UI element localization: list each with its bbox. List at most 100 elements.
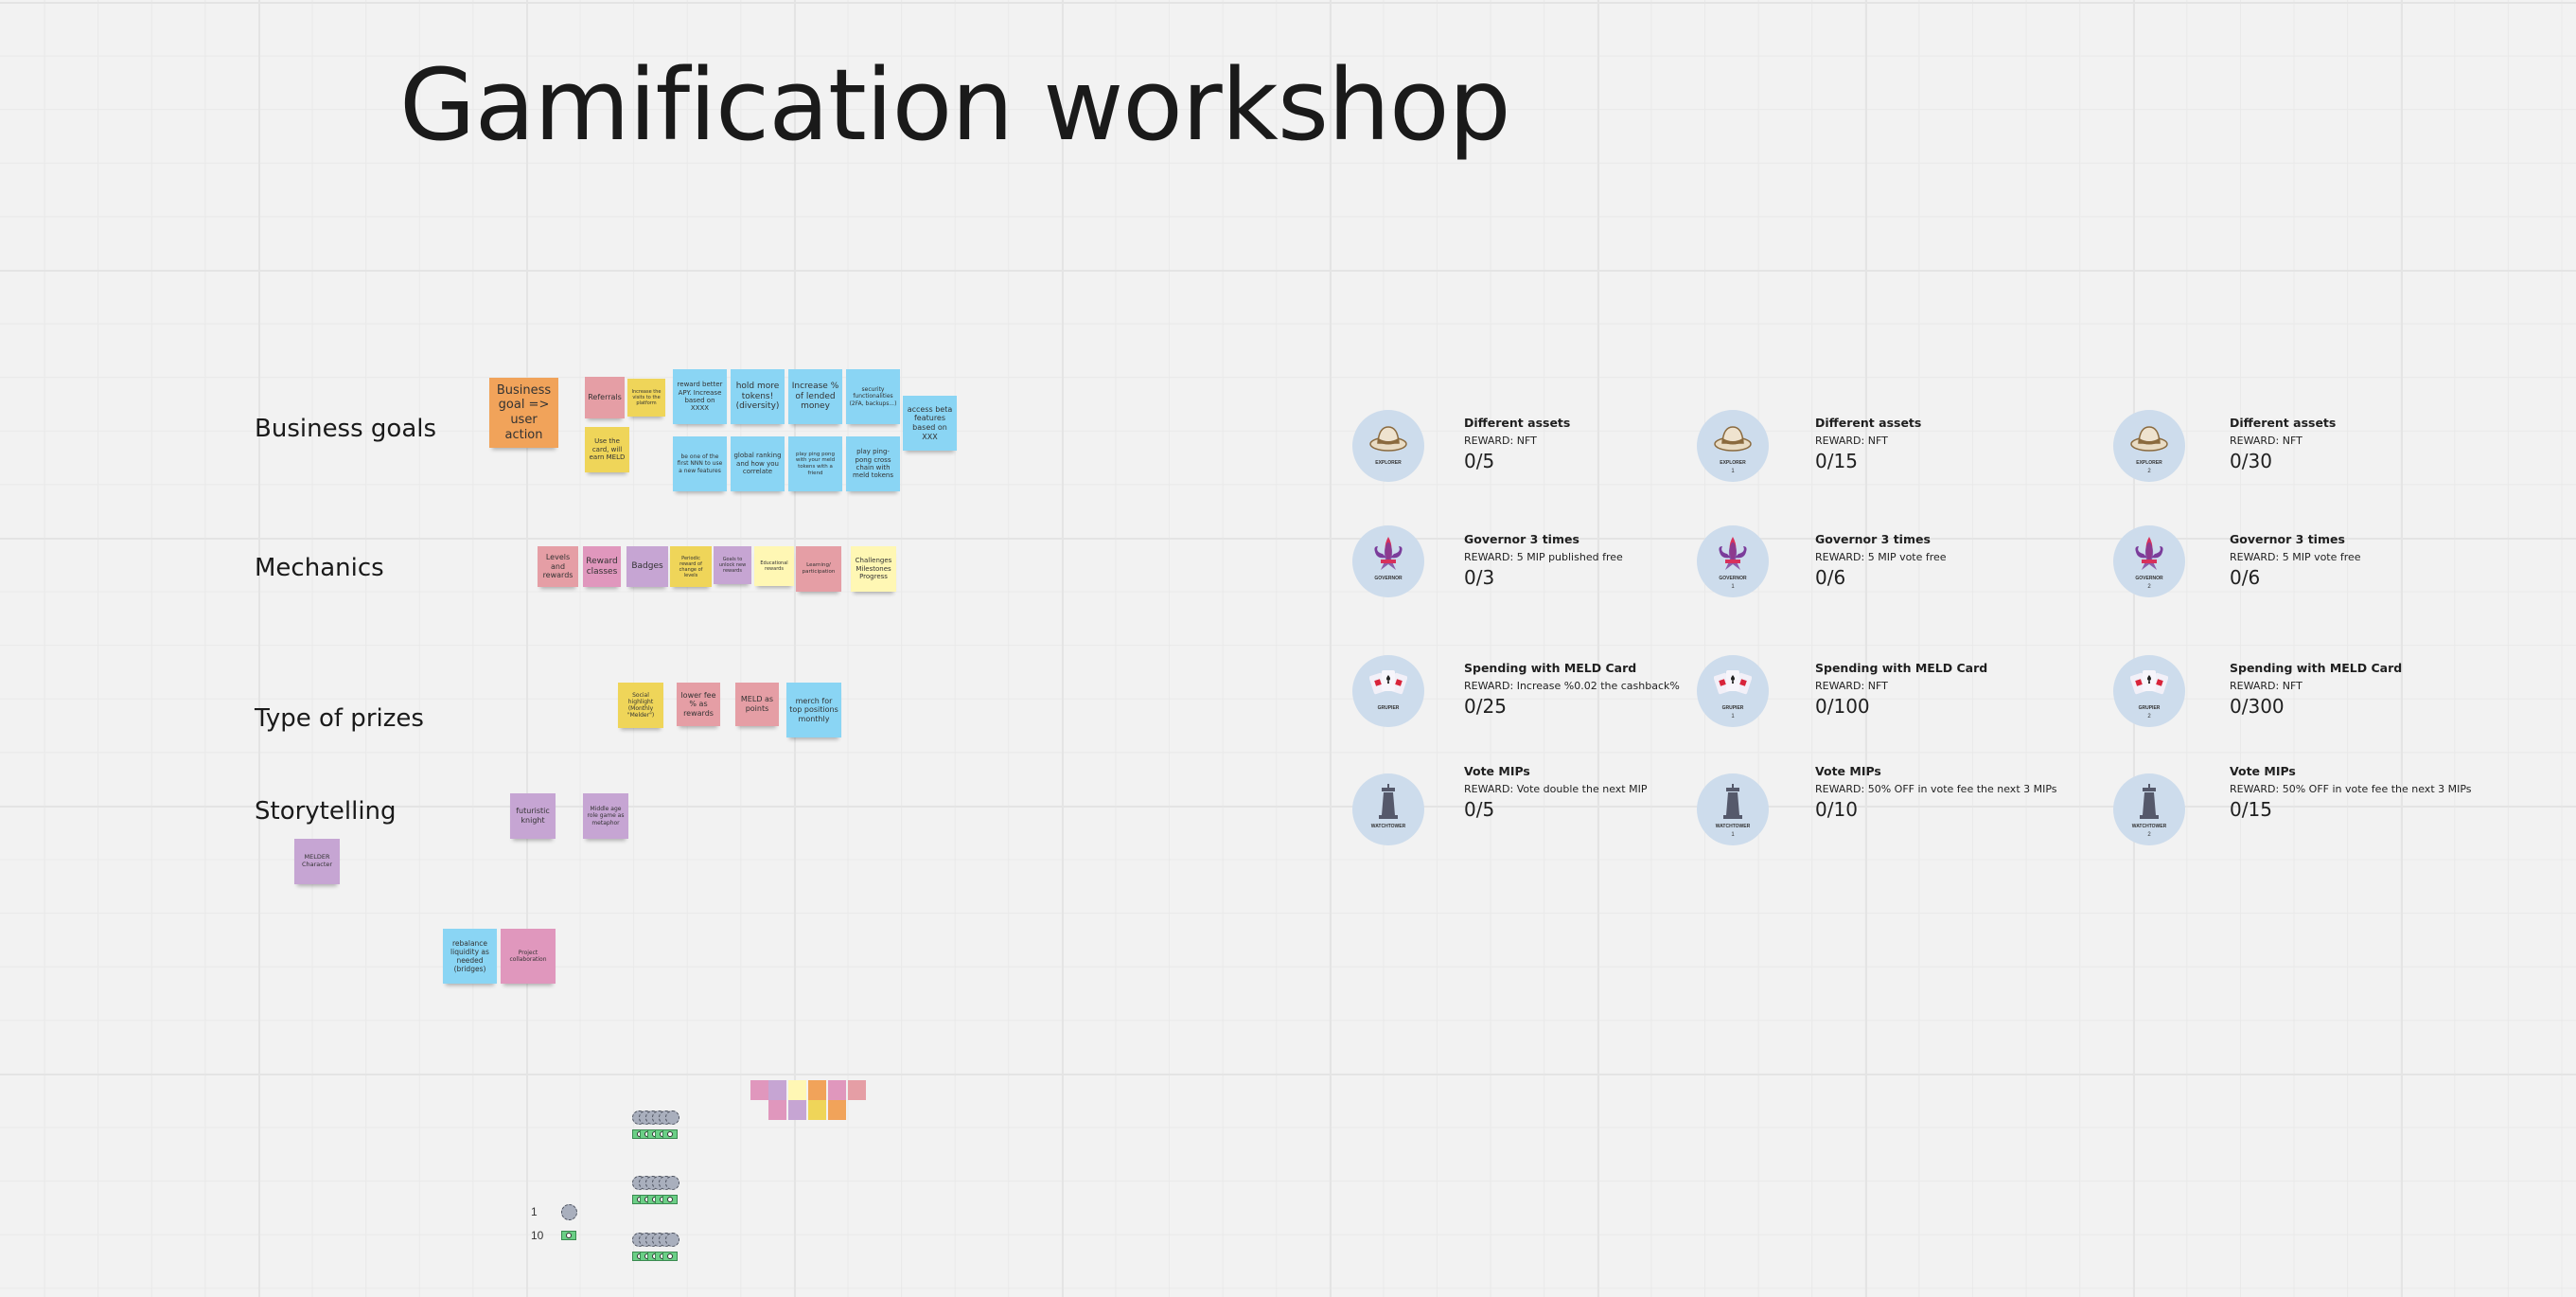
badge-name: WATCHTOWER — [2131, 824, 2167, 829]
badge-grupier: GRUPIER — [1352, 655, 1424, 727]
badge-watchtower: WATCHTOWER — [1352, 773, 1424, 845]
color-swatch[interactable] — [788, 1100, 806, 1120]
achievement-progress: 0/15 — [2230, 798, 2272, 821]
achievement-progress: 0/6 — [2230, 566, 2261, 589]
color-swatch[interactable] — [768, 1100, 786, 1120]
sticky-note[interactable]: Reward classes — [583, 546, 621, 587]
sticky-note[interactable]: Use the card, will earn MELD — [585, 427, 629, 472]
achievement-title: Governor 3 times — [2230, 532, 2345, 546]
sticky-note[interactable]: security functionalities (2FA, backups..… — [846, 369, 900, 424]
sticky-note[interactable]: Goals to unlock new rewards — [714, 546, 751, 584]
achievement-progress: 0/5 — [1464, 798, 1495, 821]
section-business-goals: Business goals — [255, 415, 437, 443]
sticky-note[interactable]: play ping pong with your meld tokens wit… — [788, 436, 842, 491]
achievement-title: Vote MIPs — [2230, 764, 2296, 778]
color-swatch[interactable] — [768, 1080, 786, 1100]
bill-icon — [662, 1252, 678, 1261]
achievement-reward: REWARD: Vote double the next MIP — [1464, 783, 1648, 795]
bill-icon — [662, 1195, 678, 1204]
sticky-note[interactable]: Badges — [626, 546, 668, 587]
color-swatch[interactable] — [750, 1080, 768, 1100]
bill-icon — [662, 1129, 678, 1139]
achievement-reward: REWARD: NFT — [2230, 435, 2303, 447]
sticky-note[interactable]: Increase the visits to the platform — [627, 379, 665, 417]
achievement-reward: REWARD: NFT — [1815, 680, 1888, 692]
badge-name: GRUPIER — [2138, 705, 2161, 711]
badge-explorer: EXPLORER — [1352, 410, 1424, 482]
sticky-note[interactable]: MELDER Character — [294, 839, 340, 884]
sticky-note[interactable]: Project collaboration — [501, 929, 556, 984]
achievement-title: Governor 3 times — [1815, 532, 1931, 546]
badge-name: GOVERNOR — [2135, 576, 2163, 581]
coin-legend-value: 1 — [531, 1205, 538, 1218]
achievement-progress: 0/10 — [1815, 798, 1858, 821]
achievement-progress: 0/25 — [1464, 695, 1507, 718]
badge-level: 1 — [1731, 832, 1735, 838]
sticky-note[interactable]: Social highlight (Monthly "Melder") — [618, 683, 663, 728]
achievement-progress: 0/3 — [1464, 566, 1495, 589]
achievement-reward: REWARD: NFT — [1815, 435, 1888, 447]
badge-name: GOVERNOR — [1719, 576, 1747, 581]
color-swatch[interactable] — [808, 1080, 826, 1100]
achievement-progress: 0/30 — [2230, 450, 2272, 472]
sticky-note[interactable]: Challenges Milestones Progress — [851, 546, 896, 592]
achievement-progress: 0/100 — [1815, 695, 1870, 718]
sticky-note[interactable]: Business goal => user action — [489, 378, 558, 448]
achievement-title: Vote MIPs — [1815, 764, 1881, 778]
color-swatch[interactable] — [788, 1080, 806, 1100]
achievement-title: Governor 3 times — [1464, 532, 1579, 546]
badge-name: WATCHTOWER — [1370, 824, 1406, 829]
sticky-note[interactable]: access beta features based on XXX — [903, 396, 957, 451]
achievement-progress: 0/300 — [2230, 695, 2285, 718]
achievement-progress: 0/15 — [1815, 450, 1858, 472]
sticky-note[interactable]: rebalance liquidity as needed (bridges) — [443, 929, 497, 984]
achievement-progress: 0/5 — [1464, 450, 1495, 472]
achievement-title: Different assets — [1464, 416, 1571, 430]
sticky-note[interactable]: hold more tokens! (diversity) — [731, 369, 785, 424]
sticky-note[interactable]: global ranking and how you correlate — [731, 436, 785, 491]
sticky-note[interactable]: lower fee % as rewards — [677, 683, 720, 726]
coin-icon — [665, 1110, 679, 1125]
sticky-note[interactable]: MELD as points — [735, 683, 779, 726]
color-swatch[interactable] — [808, 1100, 826, 1120]
achievement-reward: REWARD: 5 MIP vote free — [2230, 551, 2361, 563]
sticky-note[interactable]: futuristic knight — [510, 793, 556, 839]
sticky-note[interactable]: Levels and rewards — [538, 546, 578, 587]
section-storytelling: Storytelling — [255, 797, 397, 826]
achievement-reward: REWARD: 50% OFF in vote fee the next 3 M… — [2230, 783, 2472, 795]
achievement-reward: REWARD: NFT — [2230, 680, 2303, 692]
sticky-note[interactable]: be one of the first NNN to use a new fea… — [673, 436, 727, 491]
color-swatch[interactable] — [828, 1100, 846, 1120]
badge-name: GOVERNOR — [1374, 576, 1403, 581]
achievement-reward: REWARD: Increase %0.02 the cashback% — [1464, 680, 1680, 692]
sticky-note[interactable]: Increase % of lended money — [788, 369, 842, 424]
sticky-note[interactable]: Referrals — [585, 377, 625, 418]
achievement-title: Vote MIPs — [1464, 764, 1530, 778]
sticky-note[interactable]: play ping-pong cross chain with meld tok… — [846, 436, 900, 491]
coin-icon — [665, 1233, 679, 1247]
color-swatch[interactable] — [828, 1080, 846, 1100]
coin-icon — [561, 1204, 577, 1220]
achievement-reward: REWARD: NFT — [1464, 435, 1537, 447]
sticky-note[interactable]: Learning/ participation — [796, 546, 841, 592]
achievement-reward: REWARD: 5 MIP published free — [1464, 551, 1623, 563]
color-swatch[interactable] — [848, 1080, 866, 1100]
achievement-progress: 0/6 — [1815, 566, 1846, 589]
sticky-note[interactable]: reward better APY. Increase based on XXX… — [673, 369, 727, 424]
badge-level: 1 — [1731, 469, 1735, 474]
badge-level: 2 — [2147, 832, 2151, 838]
sticky-note[interactable]: merch for top positions monthly — [786, 683, 841, 737]
badge-name: EXPLORER — [1375, 460, 1402, 466]
achievement-title: Different assets — [1815, 416, 1922, 430]
sticky-note[interactable]: Middle age role game as metaphor — [583, 793, 628, 839]
achievement-reward: REWARD: 50% OFF in vote fee the next 3 M… — [1815, 783, 2057, 795]
badge-level: 1 — [1731, 714, 1735, 720]
achievement-title: Spending with MELD Card — [1815, 661, 1988, 675]
sticky-note[interactable]: Educational rewards — [754, 546, 794, 586]
sticky-note[interactable]: Periodic reward of change of levels — [670, 546, 712, 587]
